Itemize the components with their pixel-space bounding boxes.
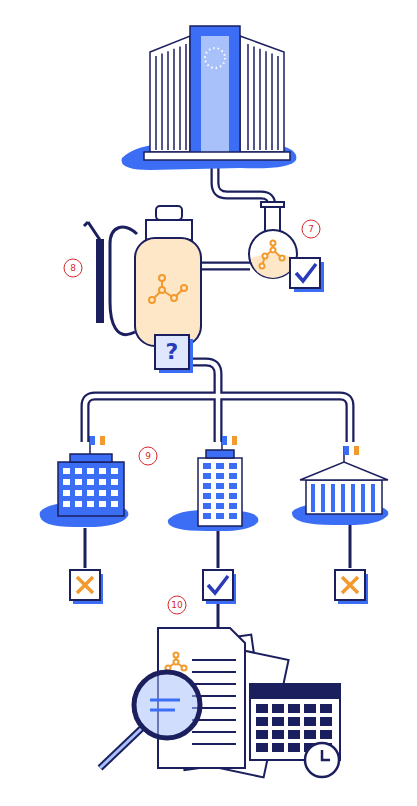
callout-number-holder: 9 [139,447,158,466]
callout-number: 9 [139,447,158,466]
check-box [290,258,324,292]
sprayer [84,206,201,346]
stems [85,522,350,628]
callout-number-holder: 7 [302,220,321,239]
pipe-outline [85,160,350,442]
building-middle [168,436,259,531]
callout-number-holder: 10 [168,596,187,615]
callout-number: 7 [302,220,321,239]
commission-building [122,26,297,170]
pipe-inner [85,160,350,442]
question-mark-holder: ? [166,341,179,363]
result-boxes [70,570,368,604]
question-box [155,335,193,373]
callout-number: 8 [64,259,83,278]
building-left [40,436,129,527]
callout-number: 10 [168,596,187,615]
question-mark: ? [166,341,179,363]
building-right [292,446,388,525]
documents [100,628,340,777]
callout-number-holder: 8 [64,259,83,278]
